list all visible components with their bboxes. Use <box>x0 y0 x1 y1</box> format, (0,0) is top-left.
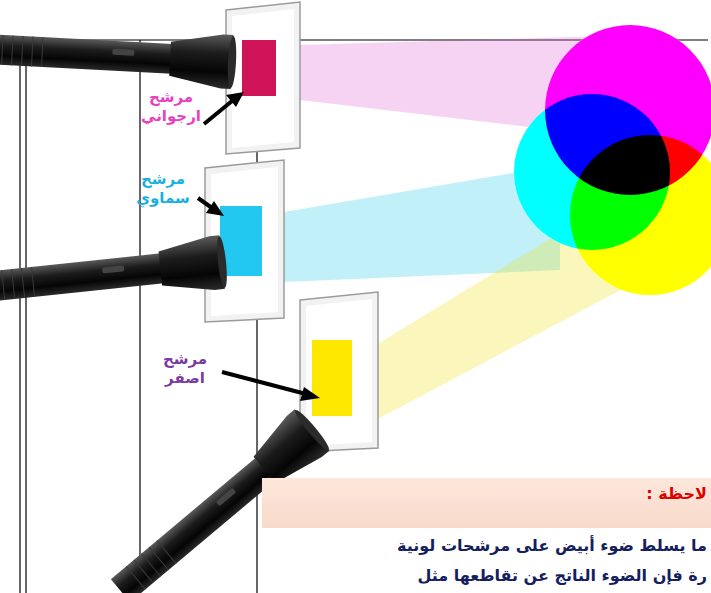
note-text: ما يسلط ضوء أبيض على مرشحات لونية <box>397 536 707 556</box>
note-text: رة فإن الضوء الناتج عن تقاطعها مثل <box>417 566 707 586</box>
filter-label: مرشح ارجواني <box>136 88 206 126</box>
filter-label: مرشح سماوي <box>128 170 198 208</box>
filter-label: مرشح اصفر <box>150 350 220 388</box>
note-band: لاحظة : <box>262 478 711 528</box>
note-heading: لاحظة : <box>262 478 711 503</box>
